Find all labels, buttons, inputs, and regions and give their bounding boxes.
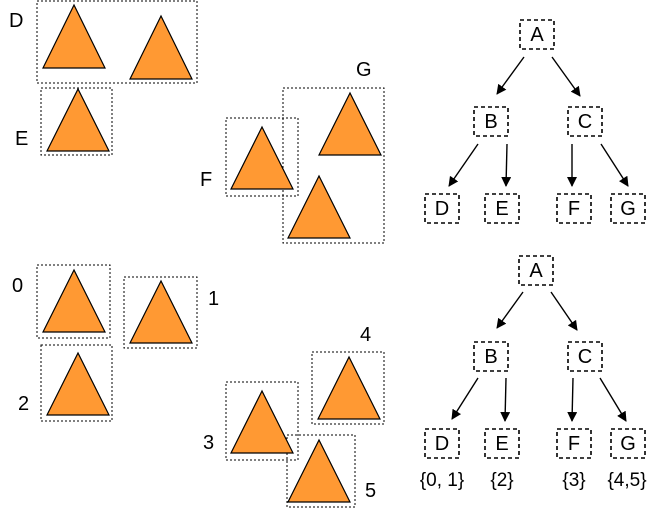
label-F: F <box>200 169 212 191</box>
bbox-4 <box>311 351 385 425</box>
edge-A-B <box>496 291 524 329</box>
triangle-0 <box>42 3 106 69</box>
triangle-5 <box>287 438 351 503</box>
bbox-2 <box>40 344 113 422</box>
top-scene: D E F G <box>9 0 385 244</box>
svg-text:G: G <box>620 198 636 220</box>
svg-text:G: G <box>620 433 636 455</box>
triangle-1 <box>129 14 193 80</box>
edge-B-D <box>451 377 479 420</box>
top-tree: A B C D E F G <box>424 19 646 224</box>
edge-C-G <box>600 143 629 187</box>
label-D: D <box>9 10 23 32</box>
label-E: E <box>15 128 28 150</box>
label-1: 1 <box>208 288 219 310</box>
tree-node-C: C <box>567 106 603 137</box>
tree-node-F: F <box>556 193 592 224</box>
triangle-2 <box>46 351 110 416</box>
bbox-D <box>36 0 198 84</box>
tree-node-A: A <box>519 19 555 50</box>
bbox-0 <box>36 264 111 339</box>
bbox-F <box>225 117 299 197</box>
bbox-5 <box>286 434 356 508</box>
bbox-3 <box>225 381 299 461</box>
label-5: 5 <box>365 480 376 502</box>
bottom-scene: 0 1 2 3 4 5 <box>12 264 385 508</box>
svg-text:F: F <box>568 198 580 220</box>
triangle-5 <box>287 174 351 239</box>
edge-A-C <box>550 291 578 331</box>
svg-text:A: A <box>529 260 543 282</box>
label-4: 4 <box>360 324 371 346</box>
triangle-1 <box>129 279 193 344</box>
tree-node-F: F <box>556 428 592 459</box>
bbox-E <box>40 87 113 156</box>
edge-B-E <box>500 377 511 422</box>
label-2: 2 <box>18 393 29 415</box>
leaf-set-F: {3} <box>562 470 585 491</box>
tree-node-E: E <box>484 428 520 459</box>
bottom-tree: A B C D E F G {0, 1} {2} {3} {4,5} <box>420 255 647 491</box>
triangle-3 <box>230 125 294 190</box>
svg-text:B: B <box>484 346 497 368</box>
triangle-4 <box>318 91 382 156</box>
tree-node-A: A <box>518 255 554 286</box>
tree-node-D: D <box>424 193 460 224</box>
svg-text:D: D <box>435 198 449 220</box>
edge-A-B <box>496 56 525 95</box>
tree-node-G: G <box>610 193 646 224</box>
leaf-set-E: {2} <box>490 470 513 491</box>
edge-C-F <box>567 377 578 422</box>
svg-text:E: E <box>495 198 508 220</box>
tree-node-E: E <box>484 193 520 224</box>
svg-text:C: C <box>578 111 592 133</box>
svg-text:D: D <box>435 433 449 455</box>
label-G: G <box>356 59 372 81</box>
edge-B-D <box>448 143 479 187</box>
tree-node-B: B <box>473 341 509 372</box>
svg-text:A: A <box>530 24 544 46</box>
tree-node-B: B <box>473 106 509 137</box>
triangle-4 <box>317 355 381 420</box>
tree-node-C: C <box>567 341 603 372</box>
triangle-3 <box>230 389 294 454</box>
triangle-2 <box>46 87 110 152</box>
label-0: 0 <box>12 275 23 297</box>
label-3: 3 <box>203 432 214 454</box>
svg-text:B: B <box>484 111 497 133</box>
leaf-set-G: {4,5} <box>607 470 646 491</box>
edge-B-E <box>501 143 512 187</box>
edge-C-G <box>599 377 627 422</box>
svg-text:C: C <box>578 346 592 368</box>
svg-text:F: F <box>568 433 580 455</box>
tree-node-D: D <box>424 428 460 459</box>
leaf-set-D: {0, 1} <box>420 470 464 491</box>
edge-A-C <box>551 56 581 97</box>
triangle-0 <box>42 268 106 333</box>
svg-text:E: E <box>495 433 508 455</box>
tree-node-G: G <box>610 428 646 459</box>
bbox-1 <box>123 276 198 349</box>
